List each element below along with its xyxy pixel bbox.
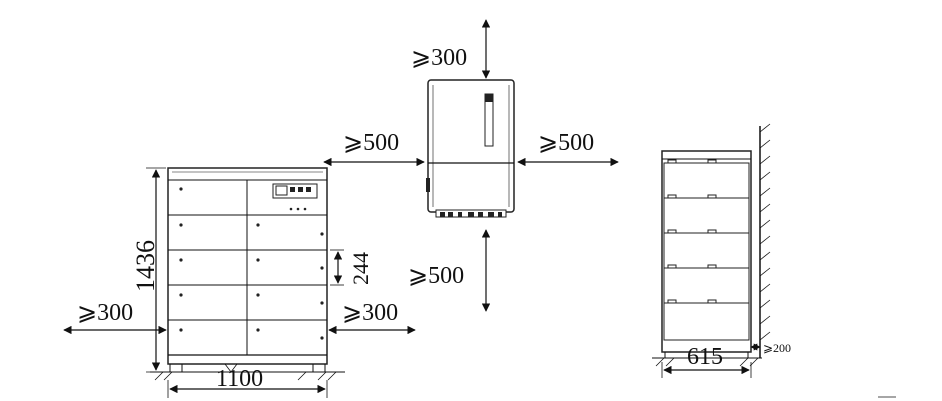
cabinet-side-view <box>661 150 752 359</box>
inverter-top-clearance-label: ⩾300 <box>411 45 467 71</box>
cabinet-width-dimension <box>167 380 328 398</box>
cabinet-right-clearance-label: ⩾300 <box>342 300 398 326</box>
inverter-display <box>484 93 494 147</box>
battery-cabinet <box>150 167 345 381</box>
cabinet-height-label: 1436 <box>131 240 160 292</box>
inverter-bottom-clearance-label: ⩾500 <box>408 263 464 289</box>
side-depth-label: 615 <box>687 344 723 370</box>
side-view-handles <box>667 159 717 303</box>
module-height-dimension <box>330 249 344 286</box>
inverter-unit <box>426 79 515 218</box>
inverter-left-clearance-label: ⩾500 <box>343 130 399 156</box>
wall-clearance-label: ⩾200 <box>763 341 791 355</box>
side-view-modules <box>663 162 750 341</box>
wall <box>759 123 771 358</box>
inverter-terminals <box>435 209 507 218</box>
side-depth-dimension <box>661 362 752 378</box>
module-height-label: 244 <box>348 252 373 285</box>
floor-hatching <box>150 371 345 381</box>
cabinet-module-dots <box>179 187 324 340</box>
inverter-right-clearance-label: ⩾500 <box>538 130 594 156</box>
cabinet-height-dimension <box>146 167 166 373</box>
cabinet-control-panel <box>272 183 318 211</box>
cabinet-width-label: 1100 <box>216 366 263 392</box>
cabinet-left-clearance-label: ⩾300 <box>77 300 133 326</box>
